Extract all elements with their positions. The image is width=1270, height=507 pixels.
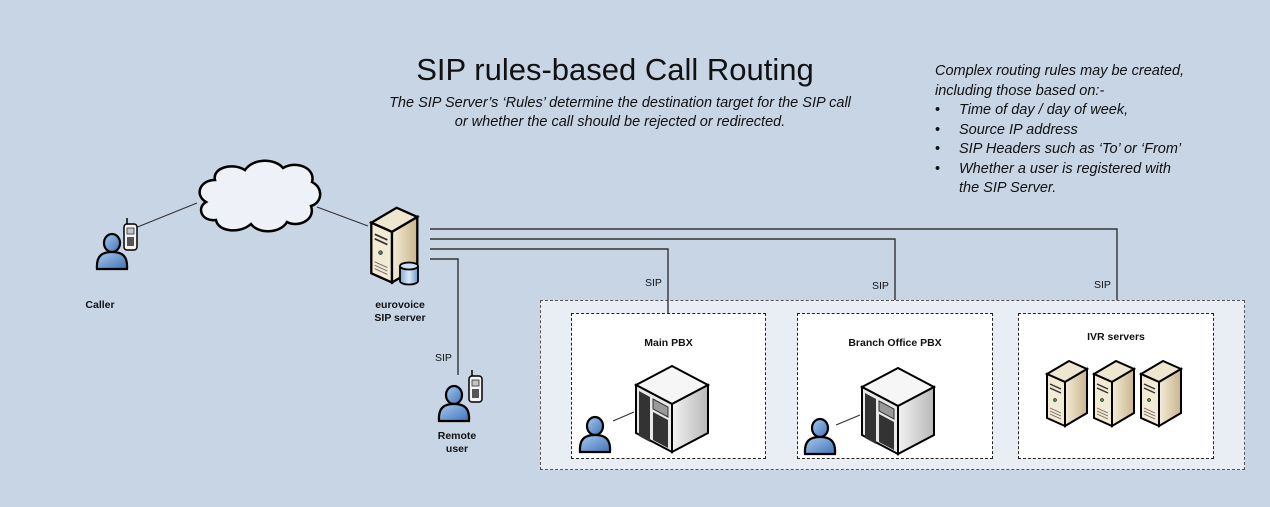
rules-list: Time of day / day of week, Source IP add… (935, 101, 1265, 199)
caller-user-icon (95, 232, 129, 271)
rule-item-line-1: Whether a user is registered with (959, 160, 1171, 177)
rule-item-line-2: the SIP Server. (959, 180, 1057, 196)
diagram-subtitle: The SIP Server’s ‘Rules’ determine the d… (360, 94, 880, 132)
main-pbx-sip-label: SIP (645, 277, 662, 289)
rule-item: Whether a user is registered with the SIP… (935, 160, 1265, 199)
sip-server-label-line-1: eurovoice (375, 299, 425, 311)
branch-pbx-user-link (835, 414, 861, 426)
rule-item: SIP Headers such as ‘To’ or ‘From’ (935, 140, 1265, 160)
sip-server-label-line-2: SIP server (374, 312, 426, 324)
ivr-server-icon-2 (1093, 360, 1135, 427)
remote-user-sip-label: SIP (435, 352, 452, 364)
cloud-icon (198, 159, 322, 233)
connection-lines (134, 202, 1118, 426)
database-icon (399, 261, 419, 286)
ivr-label: IVR servers (1087, 331, 1145, 343)
cloud-server-link (316, 206, 369, 227)
sip-server-label: eurovoice SIP server (360, 299, 440, 325)
branch-pbx-user-icon (803, 417, 837, 456)
branch-pbx-icon (861, 367, 935, 455)
caller-cloud-link (134, 202, 198, 229)
notes-intro-1: Complex routing rules may be created, (935, 63, 1185, 79)
diagram-title: SIP rules-based Call Routing (416, 52, 814, 87)
notes-intro-2: including those based on:- (935, 82, 1105, 99)
rule-item: Time of day / day of week, (935, 101, 1265, 121)
branch-pbx-link (430, 238, 896, 300)
ivr-server-icon-1 (1046, 360, 1088, 427)
main-pbx-label: Main PBX (644, 337, 693, 349)
ivr-server-icon-3 (1140, 360, 1182, 427)
rule-item: Source IP address (935, 121, 1265, 141)
caller-label: Caller (85, 299, 115, 311)
main-pbx-icon (635, 365, 709, 453)
routing-rules-notes: Complex routing rules may be created, in… (935, 62, 1265, 199)
main-pbx-user-icon (578, 415, 612, 454)
remote-phone-icon (468, 369, 483, 403)
subtitle-line-1: The SIP Server’s ‘Rules’ determine the d… (389, 95, 851, 111)
caller-phone-icon (123, 217, 138, 251)
main-pbx-link (430, 248, 669, 313)
remote-user-label-line-2: user (445, 443, 469, 455)
remote-user-label-line-1: Remote (437, 430, 477, 442)
main-pbx-user-link (612, 411, 635, 422)
remote-user-label: Remote user (427, 430, 487, 456)
ivr-link (430, 228, 1118, 300)
ivr-sip-label: SIP (1094, 279, 1111, 291)
branch-pbx-sip-label: SIP (872, 280, 889, 292)
branch-pbx-label: Branch Office PBX (848, 337, 942, 349)
subtitle-line-2: or whether the call should be rejected o… (454, 114, 786, 130)
remote-user-icon (437, 384, 471, 423)
remote-user-link (430, 258, 459, 375)
